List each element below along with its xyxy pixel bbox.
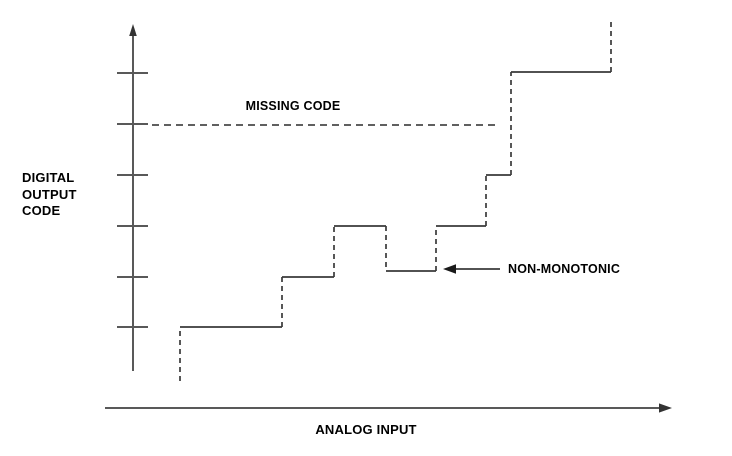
non-monotonic-arrow bbox=[443, 264, 500, 274]
staircase-risers bbox=[179, 18, 612, 381]
y-axis-title-line-1: DIGITAL bbox=[22, 170, 75, 185]
non-monotonic-arrowhead bbox=[443, 264, 456, 274]
x-axis bbox=[105, 403, 672, 413]
y-axis-title-line-3: CODE bbox=[22, 203, 61, 218]
non-monotonic-label: NON-MONOTONIC bbox=[508, 262, 621, 276]
y-axis bbox=[117, 24, 148, 371]
y-axis-ticks bbox=[117, 72, 148, 328]
x-axis-arrowhead bbox=[659, 403, 672, 413]
staircase-treads bbox=[180, 71, 611, 328]
y-axis-title: DIGITAL OUTPUT CODE bbox=[22, 170, 77, 220]
y-axis-title-line-2: OUTPUT bbox=[22, 186, 77, 202]
x-axis-title: ANALOG INPUT bbox=[315, 422, 417, 437]
missing-code-label: MISSING CODE bbox=[245, 99, 341, 113]
y-axis-arrowhead bbox=[129, 24, 137, 36]
